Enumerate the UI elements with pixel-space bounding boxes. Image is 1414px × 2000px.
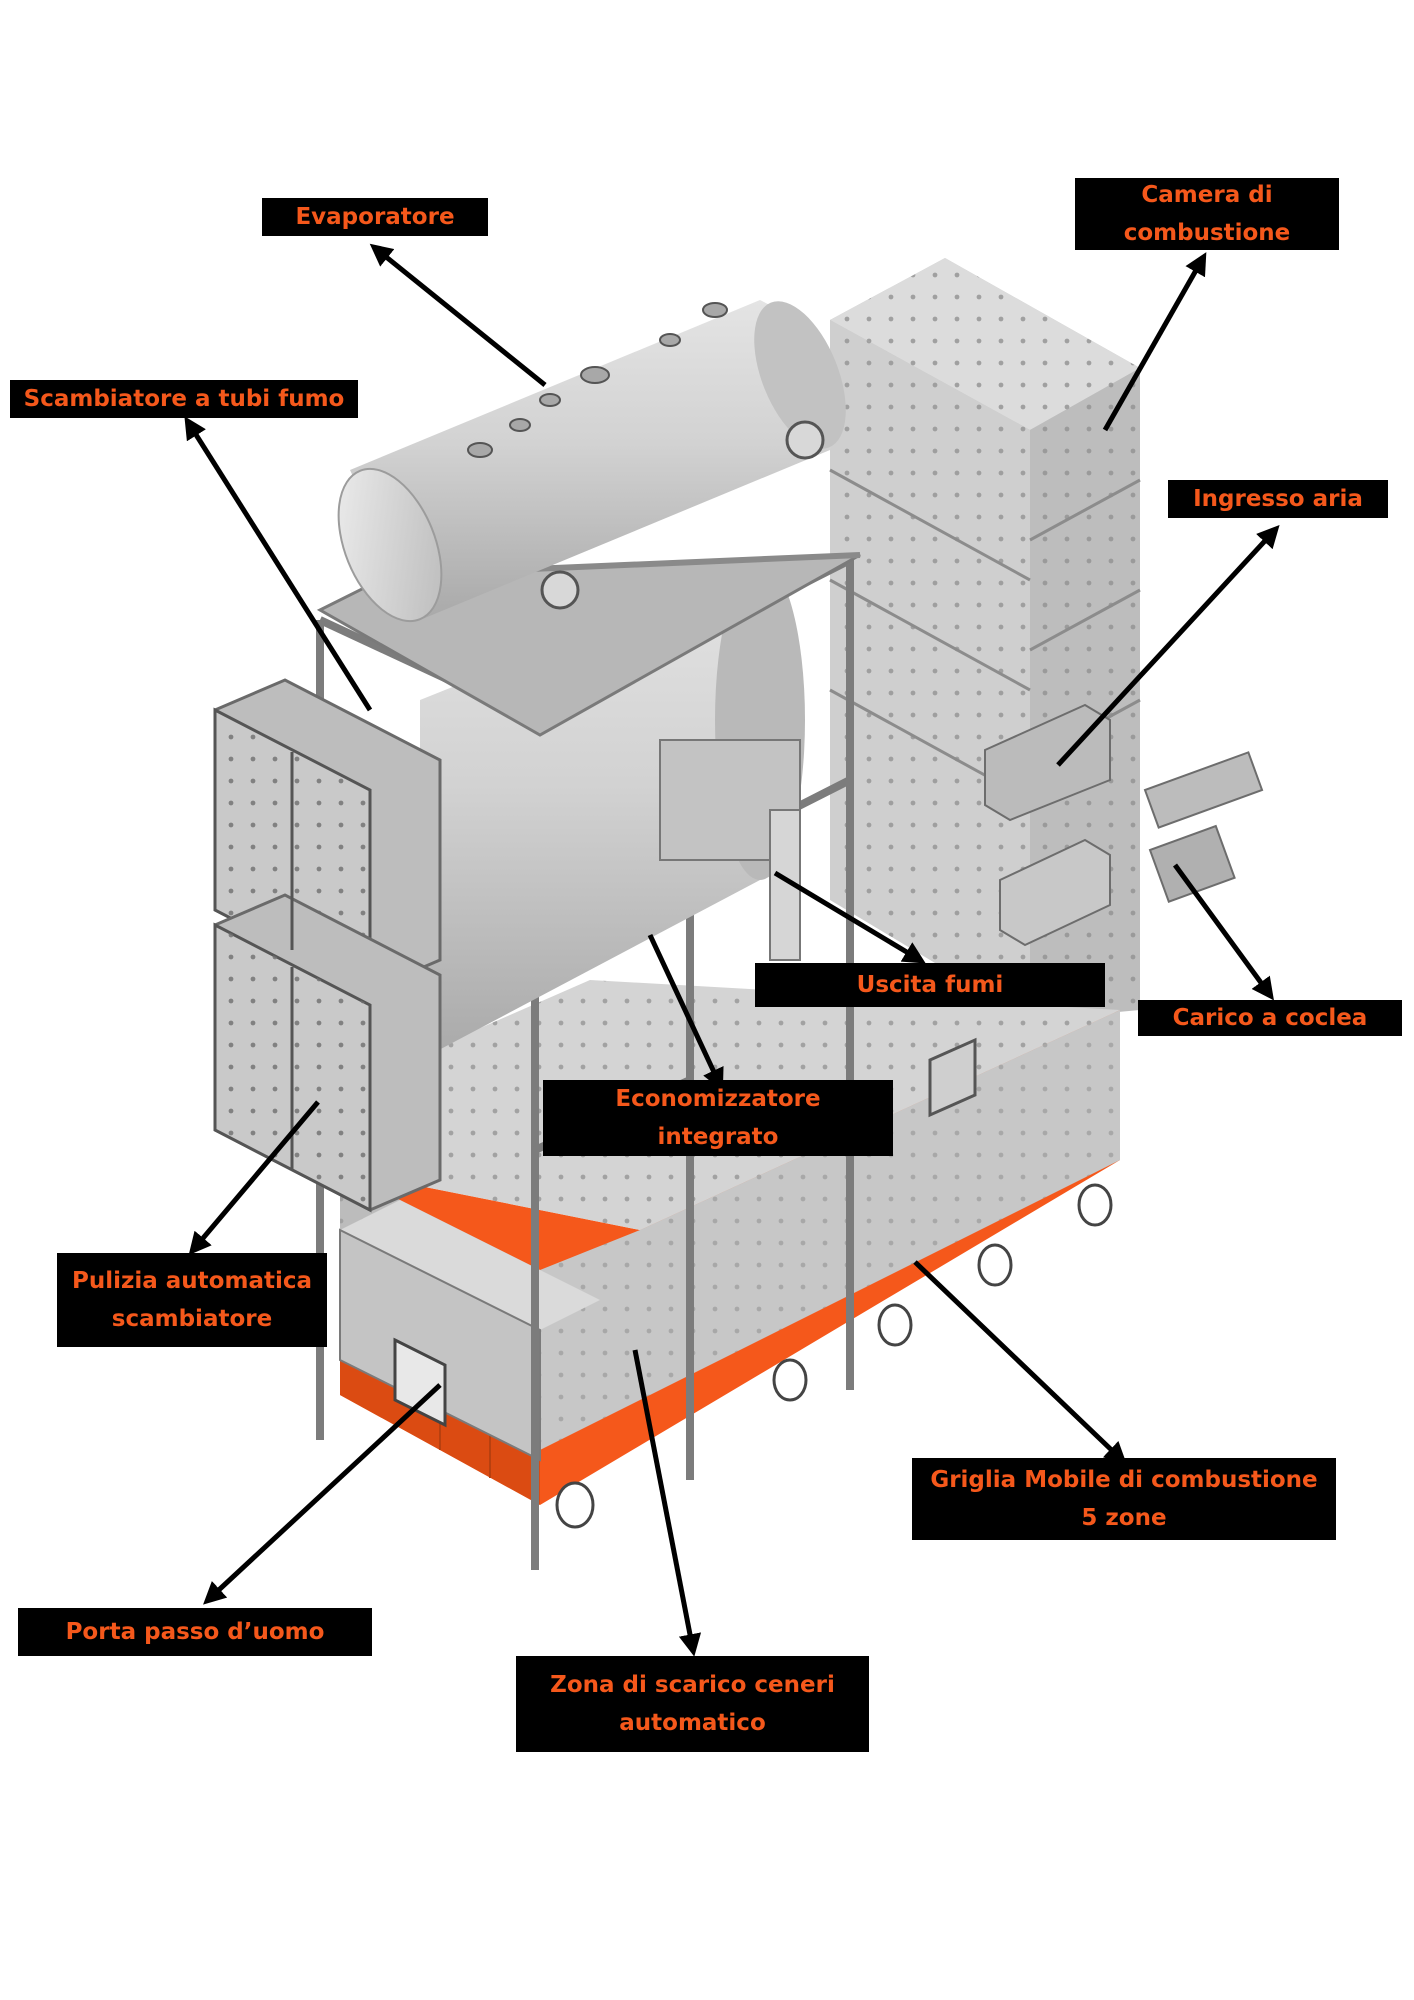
- arrow-griglia: [913, 1260, 1127, 1465]
- exchanger-cleaning-box: [213, 678, 442, 1213]
- arrow-carico: [1172, 863, 1274, 1001]
- arrow-zona: [632, 1349, 702, 1657]
- arrow-porta: [203, 1383, 442, 1605]
- label-zona-scarico: Zona di scarico ceneri automatico: [516, 1656, 869, 1752]
- arrow-camera: [1102, 252, 1207, 432]
- label-line: scambiatore: [111, 1306, 273, 1332]
- label-line: Ingresso aria: [1193, 486, 1363, 512]
- label-line: Carico a coclea: [1172, 1005, 1368, 1031]
- label-line: Camera di: [1141, 182, 1273, 208]
- arrow-ingresso: [1056, 525, 1280, 767]
- label-line: Griglia Mobile di combustione: [930, 1467, 1318, 1493]
- arrow-evaporatore: [369, 243, 547, 387]
- label-line: integrato: [657, 1124, 779, 1150]
- evaporator-drum: [337, 300, 846, 623]
- label-line: Pulizia automatica: [71, 1268, 312, 1294]
- label-porta-passo-uomo: Porta passo d’uomo: [18, 1608, 372, 1656]
- label-line: Uscita fumi: [856, 972, 1004, 998]
- label-economizzatore: Economizzatore integrato: [543, 1080, 893, 1156]
- arrow-scambiatore: [184, 416, 373, 712]
- arrow-uscita: [773, 870, 926, 964]
- label-evaporatore: Evaporatore: [262, 198, 488, 236]
- label-line: 5 zone: [1081, 1505, 1167, 1531]
- label-griglia: Griglia Mobile di combustione 5 zone: [912, 1458, 1336, 1540]
- arrow-economizzatore: [647, 933, 724, 1092]
- label-line: Porta passo d’uomo: [65, 1619, 325, 1645]
- label-line: combustione: [1123, 220, 1291, 246]
- label-camera-di-combustione: Camera di combustione: [1075, 178, 1339, 250]
- label-scambiatore: Scambiatore a tubi fumo: [10, 380, 358, 418]
- label-line: Zona di scarico ceneri: [550, 1672, 835, 1698]
- combustion-chamber: [829, 258, 1264, 1020]
- label-ingresso-aria: Ingresso aria: [1168, 480, 1388, 518]
- label-line: Scambiatore a tubi fumo: [23, 386, 345, 412]
- label-line: automatico: [619, 1710, 766, 1736]
- label-carico-a-coclea: Carico a coclea: [1138, 1000, 1402, 1036]
- label-line: Evaporatore: [295, 204, 455, 230]
- label-pulizia: Pulizia automatica scambiatore: [57, 1253, 327, 1347]
- arrow-pulizia: [188, 1100, 320, 1256]
- label-uscita-fumi: Uscita fumi: [755, 963, 1105, 1007]
- label-line: Economizzatore: [615, 1086, 821, 1112]
